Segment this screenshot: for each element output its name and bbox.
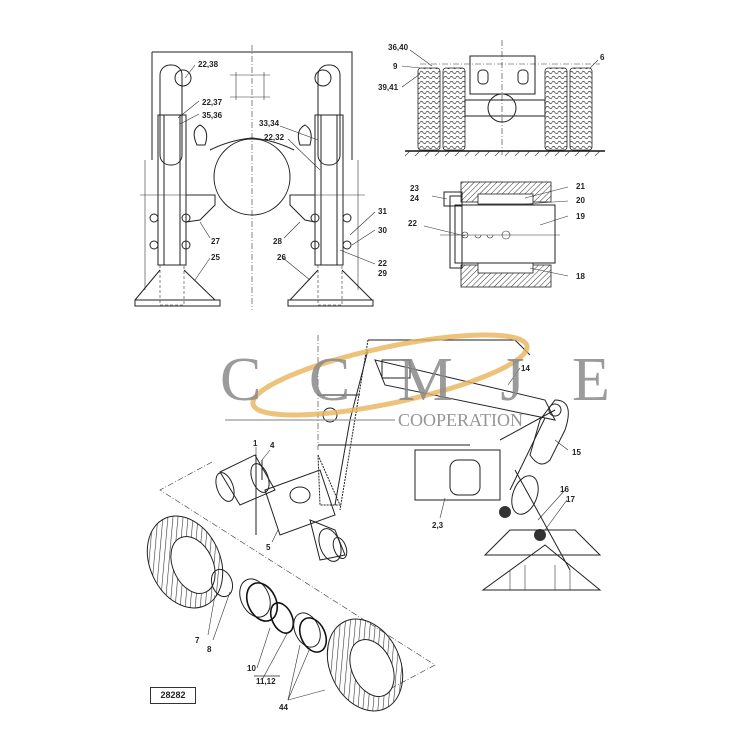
label-24: 24 xyxy=(410,194,419,203)
label-28: 28 xyxy=(273,237,282,246)
label-14: 14 xyxy=(521,364,530,373)
label-18: 18 xyxy=(576,272,585,281)
mechanism-drawing xyxy=(317,335,602,591)
label-19: 19 xyxy=(576,212,585,221)
label-6: 6 xyxy=(600,53,605,62)
label-9: 9 xyxy=(393,62,398,71)
front-view-drawing xyxy=(134,45,376,310)
label-35-36: 35,36 xyxy=(202,111,223,120)
label-20: 20 xyxy=(576,196,585,205)
watermark-brand: C C M J E xyxy=(220,346,626,414)
watermark-subtitle: COOPERATION xyxy=(398,410,523,430)
reference-number-box: 28282 xyxy=(150,687,196,704)
side-view-tires-drawing xyxy=(401,40,605,157)
label-10: 10 xyxy=(247,664,256,673)
label-4: 4 xyxy=(270,441,275,450)
label-36-40: 36,40 xyxy=(388,43,409,52)
label-11-12: 11,12 xyxy=(256,677,276,686)
label-44: 44 xyxy=(279,703,288,712)
axle-exploded-drawing xyxy=(146,447,436,712)
label-22-bearing: 22 xyxy=(408,219,417,228)
label-22: 22 xyxy=(378,259,387,268)
label-22-32: 22,32 xyxy=(264,133,285,142)
label-25: 25 xyxy=(211,253,220,262)
label-22-37: 22,37 xyxy=(202,98,223,107)
label-39-41: 39,41 xyxy=(378,83,399,92)
label-7: 7 xyxy=(195,636,200,645)
label-27: 27 xyxy=(211,237,220,246)
label-1: 1 xyxy=(253,439,258,448)
label-16: 16 xyxy=(560,485,569,494)
label-33-34: 33,34 xyxy=(259,119,280,128)
label-15: 15 xyxy=(572,448,581,457)
label-21: 21 xyxy=(576,182,585,191)
label-23: 23 xyxy=(410,184,419,193)
label-22-38: 22,38 xyxy=(198,60,219,69)
label-30: 30 xyxy=(378,226,387,235)
label-26: 26 xyxy=(277,253,286,262)
label-17: 17 xyxy=(566,495,575,504)
label-29: 29 xyxy=(378,269,387,278)
label-8: 8 xyxy=(207,645,212,654)
label-2-3: 2,3 xyxy=(432,521,444,530)
label-31: 31 xyxy=(378,207,387,216)
bearing-section-drawing xyxy=(423,181,569,288)
label-5: 5 xyxy=(266,543,271,552)
watermark: C C M J E COOPERATION xyxy=(220,332,626,430)
